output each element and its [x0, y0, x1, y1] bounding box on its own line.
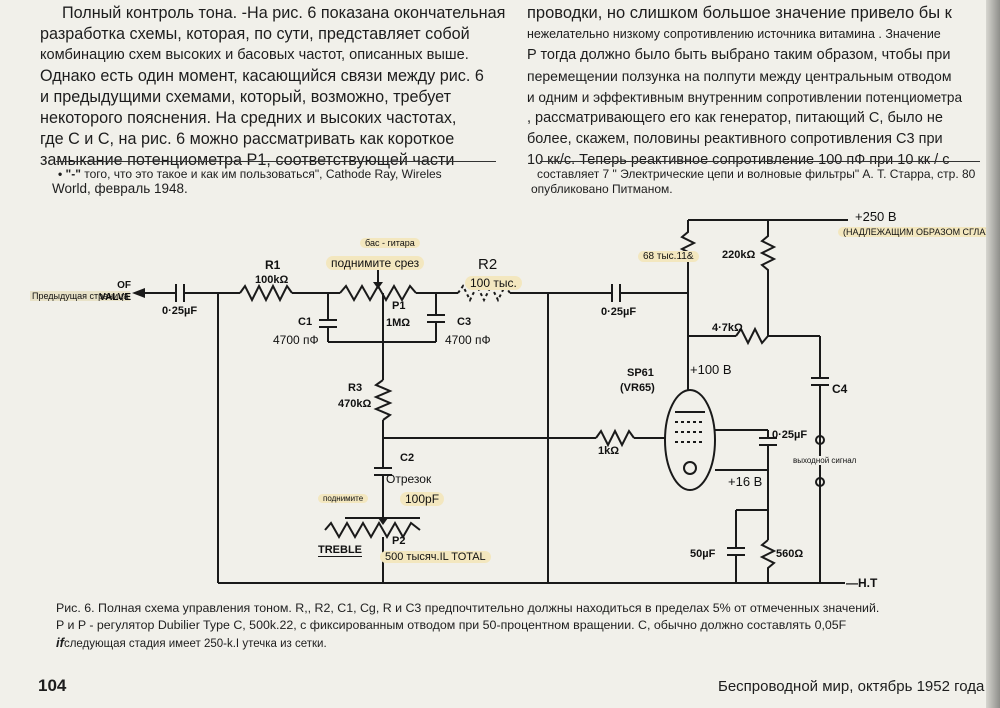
right-line: P тогда должно было быть выбрано таким о…	[527, 47, 951, 63]
label-c3-val: 4700 пФ	[445, 333, 491, 347]
left-line: и предыдущими схемами, который, возможно…	[40, 88, 452, 106]
label-p1: P1	[392, 300, 406, 312]
right-line: , рассматривающего его как генератор, пи…	[527, 110, 943, 126]
caption-line: следующая стадия имеет 250-k.I утечка из…	[63, 638, 327, 650]
label-cap-50: 50µF	[690, 548, 716, 560]
footnote-mark: • "-"	[58, 167, 81, 181]
left-line: Полный контроль тона. -На рис. 6 показан…	[62, 4, 506, 22]
label-r-220k: 220kΩ	[722, 249, 756, 261]
vacuum-tube	[664, 389, 716, 491]
caption-mark: if	[56, 635, 64, 650]
footnote-right-line2: опубликовано Питманом.	[531, 182, 673, 196]
resistor-4k7	[735, 326, 769, 346]
left-line: комбинацию схем высоких и басовых частот…	[40, 47, 469, 63]
resistor-220k	[759, 220, 777, 336]
footnote-rule-right	[540, 161, 980, 162]
label-r3: R3	[348, 382, 363, 394]
label-r1-val: 100kΩ	[255, 274, 289, 286]
circuit-schematic	[132, 219, 848, 584]
left-line: Однако есть один момент, касающийся связ…	[40, 67, 484, 85]
resistor-r3	[373, 379, 393, 421]
resistor-560	[759, 539, 777, 583]
label-r-47k: 4·7kΩ	[712, 322, 743, 334]
label-c2-cut: Отрезок	[386, 472, 432, 486]
label-p2-val: 500 тысяч.IL TOTAL	[380, 551, 491, 563]
label-r2-val: 100 тыс.	[465, 276, 522, 290]
resistor-r2	[457, 283, 511, 303]
label-c2-val: 100pF	[400, 492, 445, 506]
label-raise: поднимите	[318, 494, 369, 503]
label-smoothed: (НАДЛЕЖАЩИМ ОБРАЗОМ СГЛАЖЕННЫЙ)	[838, 227, 1000, 237]
label-prev-page: Предыдущая страница	[30, 291, 131, 301]
right-line: и одним и эффективным внутренним сопроти…	[527, 90, 963, 105]
label-cap-out: 0·25µF	[772, 429, 808, 441]
right-text-column: проводки, но слишком большое значение пр…	[527, 3, 997, 171]
label-r3-val: 470kΩ	[338, 398, 372, 410]
footnote-left: • "-" того, что это такое и как им польз…	[58, 166, 442, 182]
label-cap-in: 0·25µF	[162, 305, 198, 317]
potentiometer-p2	[324, 520, 421, 540]
arrowhead	[132, 288, 145, 298]
label-r2: R2	[478, 256, 498, 273]
label-bass-guitar: бас - гитара	[360, 238, 420, 248]
page-footer: Беспроводной мир, октябрь 1952 года	[718, 678, 985, 695]
wiper-arrow	[373, 282, 383, 289]
scan-edge-shadow	[986, 0, 1000, 708]
label-ht: —H.T	[846, 576, 878, 590]
right-line: нежелательно низкому сопротивлению источ…	[527, 27, 941, 41]
label-output: выходной сигнал	[793, 456, 857, 465]
left-line: разработка схемы, которая, по сути, пред…	[40, 25, 470, 43]
label-r1: R1	[265, 258, 281, 272]
label-p1-val: 1MΩ	[386, 317, 411, 329]
label-p2: P2	[392, 535, 406, 547]
label-c1-val: 4700 пФ	[273, 333, 319, 347]
label-tube: SP61	[627, 367, 654, 379]
label-r-1k: 1kΩ	[598, 445, 620, 457]
label-treble: TREBLE	[318, 544, 362, 557]
right-line: проводки, но слишком большое значение пр…	[527, 4, 952, 22]
footnote-left-line2: World, февраль 1948.	[52, 181, 188, 196]
footnote-right-line1: составляет 7 " Электрические цепи и волн…	[537, 167, 976, 181]
label-plus-250: +250 В	[855, 209, 897, 224]
caption-line: P и P - регулятор Dubilier Type C, 500k.…	[56, 618, 847, 632]
caption-line: Рис. 6. Полная схема управления тоном. R…	[56, 601, 880, 615]
label-cap-mid: 0·25µF	[601, 306, 637, 318]
label-raise-cut: поднимите срез	[326, 256, 425, 270]
left-line: где C и C, на рис. 6 можно рассматривать…	[40, 130, 455, 148]
label-c1: C1	[298, 316, 313, 328]
label-valve: OF VALVE	[99, 280, 131, 303]
footnote-rule-left	[56, 161, 496, 162]
label-c4: C4	[832, 382, 848, 396]
footnote-left-line1: того, что это такое и как им пользоватьс…	[84, 167, 442, 181]
left-line: некоторого пояснения. На средних и высок…	[40, 109, 457, 127]
left-line: замыкание потенциометра P1, соответствую…	[40, 151, 455, 169]
label-tube-sub: (VR65)	[620, 382, 655, 394]
page-number: 104	[38, 676, 67, 695]
label-r-68k: 68 тыс.11&	[638, 251, 699, 262]
left-text-column: Полный контроль тона. -На рис. 6 показан…	[40, 3, 510, 171]
resistor-1k	[595, 428, 635, 448]
right-line: 10 кк/с. Теперь реактивное сопротивление…	[527, 152, 950, 168]
figure-caption: Рис. 6. Полная схема управления тоном. R…	[56, 600, 879, 653]
label-plus-16: +16 В	[728, 474, 763, 489]
caption-line-3: ifследующая стадия имеет 250-k.I утечка …	[56, 634, 879, 653]
resistor-r1	[239, 283, 293, 303]
label-c3: C3	[457, 316, 472, 328]
label-plus-100: +100 В	[690, 362, 732, 377]
right-line: перемещении ползунка на полпути между це…	[527, 68, 952, 84]
label-r-560: 560Ω	[776, 548, 804, 560]
right-line: более, скажем, половины реактивного сопр…	[527, 131, 943, 147]
label-c2: C2	[400, 452, 415, 464]
